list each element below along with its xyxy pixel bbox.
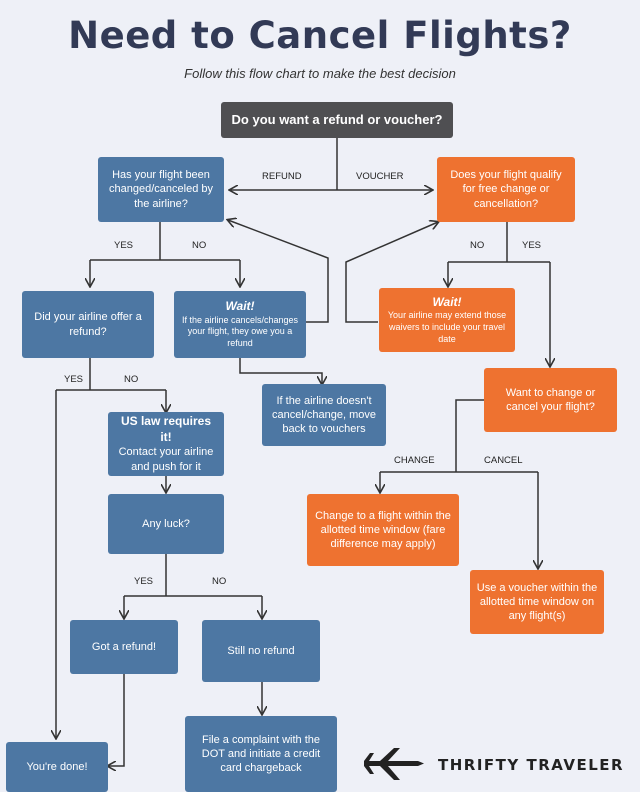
start-question-text: Do you want a refund or voucher?: [231, 111, 443, 127]
no-refund-text: Still no refund: [227, 644, 295, 657]
wait-right-text: Your airline may extend those waivers to…: [387, 310, 507, 344]
label-yes-changed: YES: [114, 240, 134, 251]
label-cancel: CANCEL: [484, 455, 523, 466]
change-flight-box: Change to a flight within the allotted t…: [307, 494, 459, 566]
doesnt-change-box: If the airline doesn't cancel/change, mo…: [262, 384, 386, 446]
label-no-luck: NO: [212, 576, 227, 587]
offer-question-box: Did your airline offer a refund?: [22, 291, 154, 358]
label-no-changed: NO: [192, 240, 207, 251]
page-title: Need to Cancel Flights?: [68, 14, 572, 57]
offer-question-text: Did your airline offer a refund?: [34, 311, 142, 338]
changed-question-text: Has your flight been changed/canceled by…: [109, 169, 213, 210]
label-no-offer: NO: [124, 374, 139, 385]
label-change: CHANGE: [394, 455, 435, 466]
brand-name: THRIFTY TRAVELER: [438, 756, 625, 774]
want-change-text: Want to change or cancel your flight?: [505, 386, 596, 413]
connector-to-doesnt: [239, 358, 322, 384]
connector-wait-left-back: [228, 220, 329, 323]
label-refund: REFUND: [262, 171, 302, 182]
no-refund-box: Still no refund: [202, 620, 320, 682]
complaint-box: File a complaint with the DOT and initia…: [185, 716, 337, 792]
done-box: You're done!: [6, 742, 108, 792]
want-change-box: Want to change or cancel your flight?: [484, 368, 617, 432]
got-refund-box: Got a refund!: [70, 620, 178, 674]
page-subtitle: Follow this flow chart to make the best …: [184, 66, 456, 81]
wait-right-box: Wait! Your airline may extend those waiv…: [379, 288, 515, 352]
label-voucher: VOUCHER: [356, 171, 404, 182]
wait-right-title: Wait!: [432, 294, 462, 309]
complaint-text: File a complaint with the DOT and initia…: [201, 733, 321, 775]
start-question-box: Do you want a refund or voucher?: [221, 102, 453, 138]
us-law-box: US law requires it! Contact your airline…: [108, 412, 224, 476]
label-yes-luck: YES: [134, 576, 154, 587]
qualify-question-text: Does your flight qualify for free change…: [450, 169, 562, 210]
wait-left-title: Wait!: [225, 299, 255, 314]
change-flight-text: Change to a flight within the allotted t…: [315, 509, 451, 551]
wait-left-box: Wait! If the airline cancels/changes you…: [174, 291, 306, 358]
connector-wait-right-back: [345, 222, 438, 323]
connector-want-down: [380, 399, 538, 473]
use-voucher-text: Use a voucher within the allotted time w…: [476, 581, 598, 623]
use-voucher-box: Use a voucher within the allotted time w…: [470, 570, 604, 634]
us-law-title: US law requires it!: [120, 414, 212, 444]
connector-luck-down: [124, 554, 262, 597]
connector-changed-down: [90, 222, 240, 261]
qualify-question-box: Does your flight qualify for free change…: [437, 157, 575, 222]
got-refund-text: Got a refund!: [91, 640, 157, 653]
label-yes-qualify: YES: [522, 240, 542, 251]
wait-left-text: If the airline cancels/changes your flig…: [181, 314, 299, 349]
connector-got-refund-to-done: [108, 674, 125, 766]
any-luck-text: Any luck?: [142, 517, 190, 530]
label-yes-offer: YES: [64, 374, 84, 385]
any-luck-box: Any luck?: [108, 494, 224, 554]
connector-offer-down: [56, 358, 166, 391]
label-no-qualify: NO: [470, 240, 485, 251]
changed-question-box: Has your flight been changed/canceled by…: [98, 157, 224, 222]
us-law-text: Contact your airline and push for it: [118, 446, 214, 473]
doesnt-change-text: If the airline doesn't cancel/change, mo…: [272, 394, 376, 436]
plane-logo-icon: [364, 748, 424, 780]
connector-qualify-down: [448, 222, 550, 263]
done-text: You're done!: [26, 760, 88, 773]
